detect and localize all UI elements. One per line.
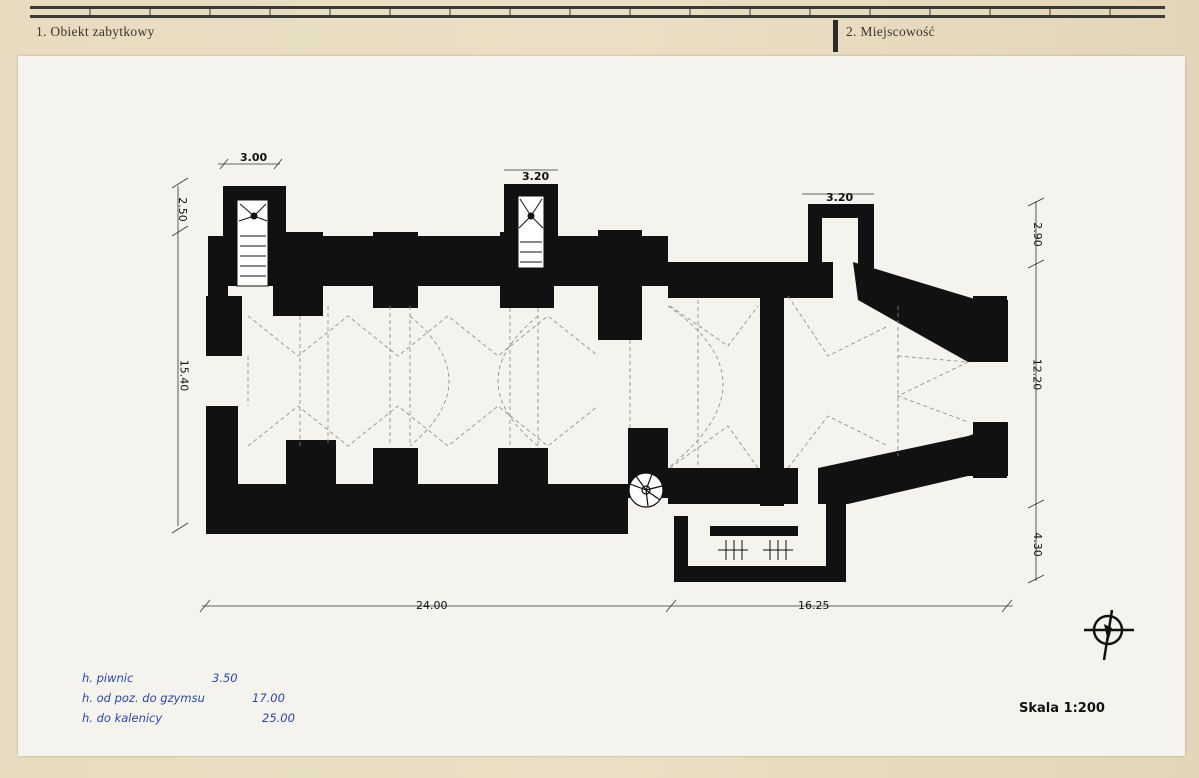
floor-plan <box>171 158 1045 613</box>
note-line: h. do kalenicy 25.00 <box>82 711 295 725</box>
dim-left-tower-width: 3.00 <box>240 151 268 164</box>
dim-sacristy-depth: 4.30 <box>1030 532 1044 557</box>
field-object-label: 1. Obiekt zabytkowy <box>36 24 155 39</box>
dim-mid-tower-width: 3.20 <box>522 170 550 183</box>
scale-label: Skala 1:200 <box>1019 701 1105 716</box>
note-line: h. od poz. do gzymsu 17.00 <box>82 691 285 705</box>
field-locality-label: 2. Miejscowość <box>846 24 935 39</box>
dim-nave-width: 15.40 <box>177 359 191 392</box>
dim-left-tower-depth: 2.50 <box>175 197 189 222</box>
dim-right-tower-width: 3.20 <box>826 191 854 204</box>
north-arrow-icon <box>1084 609 1134 661</box>
height-notes: h. piwnic 3.50 h. od poz. do gzymsu 17.0… <box>82 668 295 728</box>
dim-chancel-width: 12.20 <box>1030 358 1044 391</box>
dim-chancel-annex-depth: 2.90 <box>1030 222 1044 247</box>
drawing-sheet: 3.00 3.20 3.20 2.50 15.40 2.90 12.20 4.3… <box>18 56 1185 756</box>
top-ruler <box>30 6 1165 18</box>
note-line: h. piwnic 3.50 <box>82 671 238 685</box>
dim-nave-length: 24.00 <box>416 599 448 612</box>
header-divider <box>833 20 838 52</box>
header-row: 1. Obiekt zabytkowy 2. Miejscowość <box>18 18 1190 52</box>
dim-chancel-length: 16.25 <box>798 599 830 612</box>
